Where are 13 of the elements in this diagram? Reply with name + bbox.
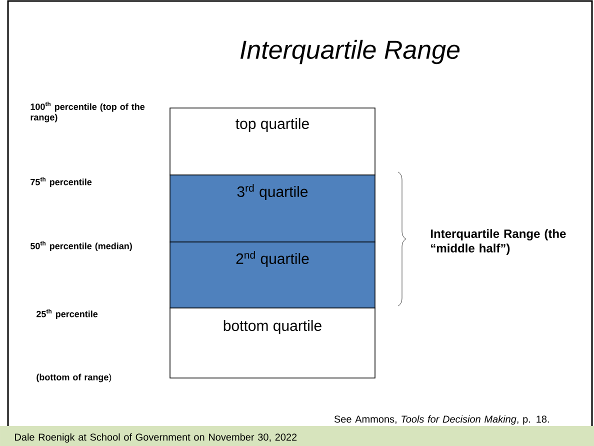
quartile-box: top quartile xyxy=(170,108,376,176)
percentile-label: (bottom of range) xyxy=(36,374,112,382)
quartile-box: 3$^{rd}$ quartile xyxy=(170,174,376,242)
percentile-label: 50$^{th}$ percentile (median) xyxy=(30,240,132,251)
quartile-box: bottom quartile xyxy=(170,308,376,378)
quartile-box: 2$^{nd}$ quartile xyxy=(170,242,376,308)
percentile-label: 100$^{th}$ percentile (top of the range) xyxy=(30,102,145,122)
percentile-label: 25$^{th}$ percentile xyxy=(36,308,98,319)
bracket-label: Interquartile Range (the “middle half”) xyxy=(431,229,566,255)
footnote: Dale Roenigk at School of Government on November 30, 2022 xyxy=(15,433,297,443)
title: Interquartile Range xyxy=(240,40,460,64)
footnote: See Ammons, Tools for Decision Making, p. 18. xyxy=(334,415,549,425)
percentile-label: 75$^{th}$ percentile xyxy=(30,176,92,187)
